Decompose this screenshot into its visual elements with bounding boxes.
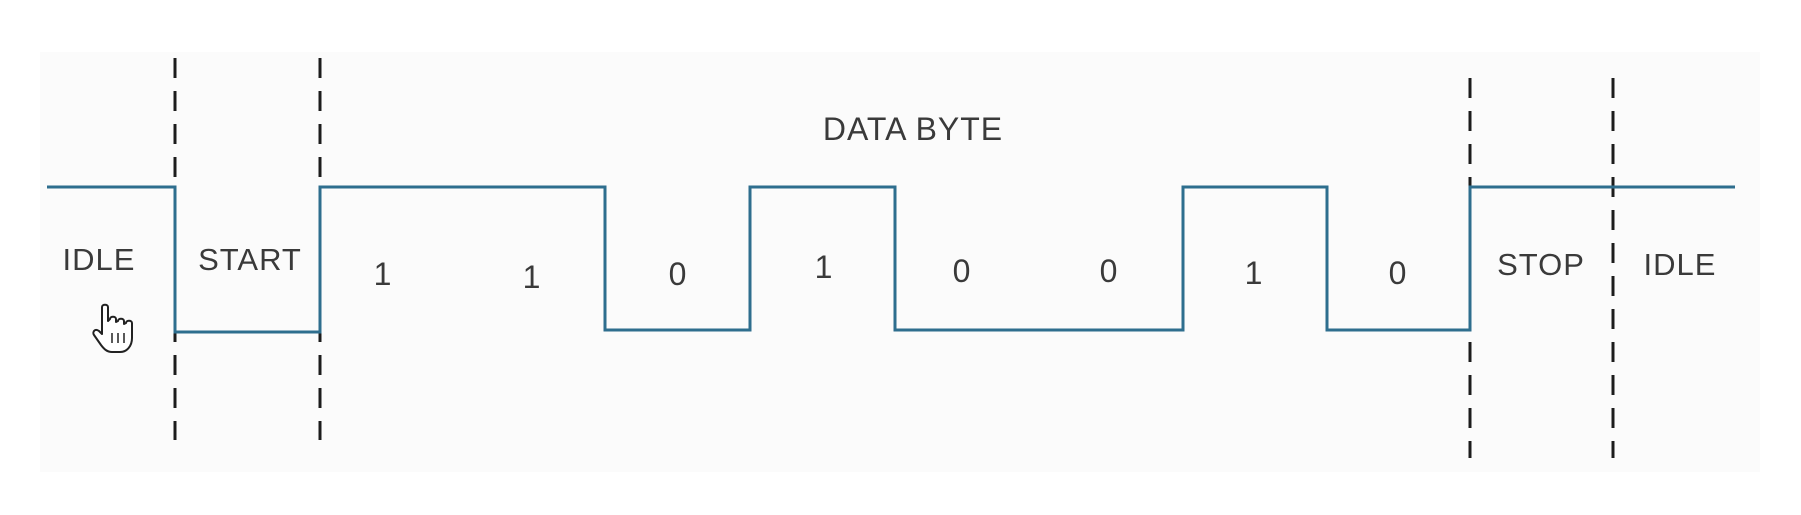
diagram-panel <box>40 52 1760 472</box>
data-byte-title: DATA BYTE <box>823 111 1003 147</box>
bit-label: 0 <box>1100 253 1119 289</box>
signal-waveform <box>47 185 1735 334</box>
bit-label: 0 <box>1389 255 1408 291</box>
stop-label: STOP <box>1497 247 1585 282</box>
bit-label: 0 <box>669 256 688 292</box>
bit-label: 1 <box>374 256 393 292</box>
start-label: START <box>198 242 302 277</box>
bit-label: 1 <box>815 249 834 285</box>
hand-pointer-icon <box>92 303 133 353</box>
bit-label: 0 <box>953 253 972 289</box>
bit-label: 1 <box>1245 255 1264 291</box>
bit-label: 1 <box>523 259 542 295</box>
idle-left-label: IDLE <box>63 242 136 277</box>
idle-right-label: IDLE <box>1644 247 1717 282</box>
